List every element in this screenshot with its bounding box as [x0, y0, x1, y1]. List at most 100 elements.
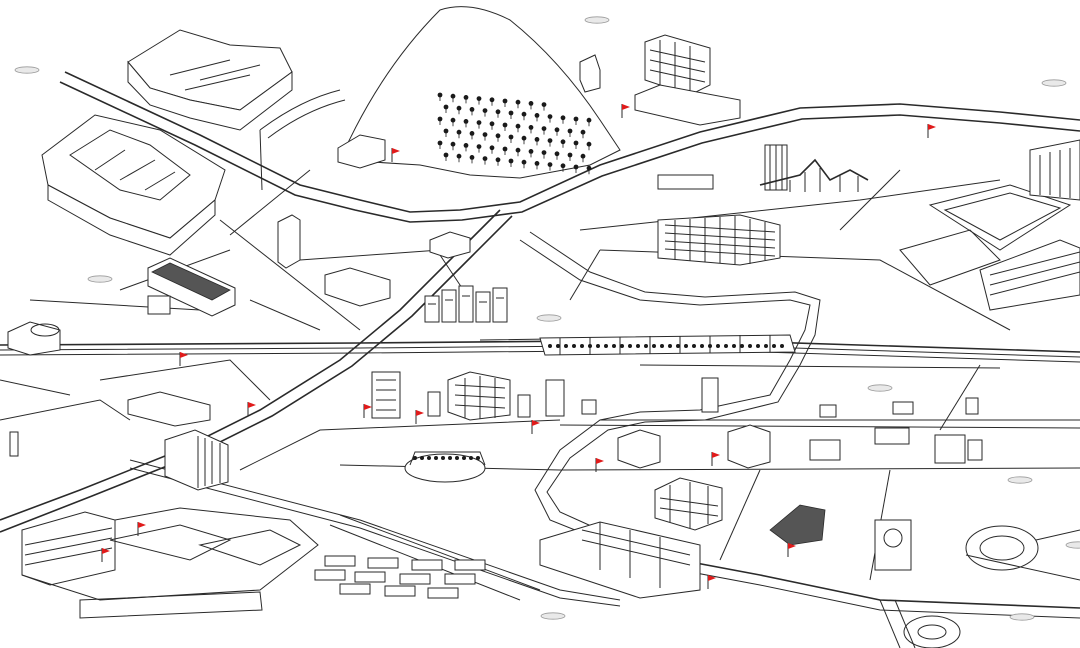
- flag-icon: [391, 148, 400, 162]
- flag-icon: [621, 104, 630, 118]
- tree-icon: [772, 344, 776, 348]
- industrial-works: [657, 144, 869, 192]
- tree-icon: [489, 121, 495, 130]
- tree-icon: [748, 344, 752, 348]
- flag-icon: [707, 575, 716, 589]
- hill-tower: [579, 54, 601, 93]
- tree-icon: [572, 344, 576, 348]
- tree-icon: [450, 93, 456, 103]
- tree-icon: [476, 96, 482, 105]
- tree-icon: [515, 123, 521, 133]
- tree-icon: [463, 119, 469, 128]
- tree-icon: [489, 97, 495, 106]
- blimp-icon: [867, 384, 893, 392]
- tree-icon: [564, 344, 568, 348]
- terminal-building: [324, 267, 391, 307]
- tree-icon: [556, 344, 560, 348]
- tree-icon: [420, 456, 424, 460]
- flag-icon: [927, 124, 936, 138]
- tree-icon: [573, 140, 579, 149]
- campus-top-left: [127, 29, 293, 131]
- blimp-icon: [540, 612, 566, 620]
- flag-markers: [101, 104, 936, 589]
- dark-facade-block: [147, 257, 236, 317]
- tree-icon: [541, 150, 547, 159]
- tree-icon: [463, 143, 469, 152]
- tree-icon: [567, 128, 573, 137]
- tree-icon: [495, 109, 501, 118]
- tree-icon: [604, 344, 608, 348]
- blimp-icon: [536, 314, 562, 322]
- tree-icon: [482, 132, 488, 141]
- tree-icon: [620, 344, 624, 348]
- tree-icon: [508, 110, 514, 119]
- tree-icon: [580, 129, 586, 139]
- tree-icon: [495, 133, 501, 142]
- tree-icon: [586, 117, 592, 127]
- east-district: [617, 424, 983, 469]
- tree-icon: [548, 344, 552, 348]
- flag-icon: [787, 543, 796, 557]
- low-warehouse: [127, 391, 211, 427]
- south-mid-buildings: [654, 477, 912, 571]
- tree-icon: [413, 456, 417, 460]
- mid-row-buildings: [371, 371, 979, 421]
- tree-icon: [434, 456, 438, 460]
- tree-icon: [495, 157, 501, 166]
- tree-icon: [462, 456, 466, 460]
- small-block: [429, 231, 471, 259]
- flag-icon: [415, 410, 424, 424]
- tree-icon: [541, 102, 547, 111]
- flag-icon: [101, 548, 110, 562]
- tree-icon: [567, 152, 573, 161]
- tree-icon: [586, 141, 592, 151]
- flag-icon: [179, 352, 188, 366]
- tree-icon: [469, 131, 475, 140]
- buildings: [7, 29, 1080, 619]
- tree-icon: [554, 127, 560, 136]
- tree-icon: [668, 344, 672, 348]
- tree-icon: [443, 152, 449, 161]
- blimp-markers: [14, 16, 1080, 621]
- flag-icon: [531, 420, 540, 434]
- residential-towers: [424, 285, 508, 323]
- tree-icon: [628, 344, 632, 348]
- tree-icon: [450, 141, 456, 151]
- tree-icon: [448, 456, 452, 460]
- flag-icon: [137, 522, 146, 536]
- tree-icon: [528, 149, 534, 158]
- tree-icon: [573, 164, 579, 173]
- tree-icon: [508, 158, 514, 167]
- tree-icon: [612, 344, 616, 348]
- hillside-building: [337, 134, 386, 169]
- blimp-icon: [87, 275, 113, 283]
- tree-icon: [596, 344, 600, 348]
- flag-icon: [595, 458, 604, 472]
- tree-icon: [427, 456, 431, 460]
- tree-icon: [502, 146, 508, 155]
- tree-icon: [716, 344, 720, 348]
- tree-icon: [482, 156, 488, 165]
- tree-icon: [489, 145, 495, 154]
- tree-icon: [469, 456, 473, 460]
- tree-icon: [437, 116, 443, 125]
- tree-icon: [560, 139, 566, 148]
- tree-icon: [644, 344, 648, 348]
- tree-icon: [443, 128, 449, 137]
- tree-icon: [541, 126, 547, 135]
- tower-west: [277, 214, 301, 269]
- tree-icon: [482, 108, 488, 117]
- pavilion: [404, 453, 486, 483]
- tree-icon: [636, 344, 640, 348]
- tree-icon: [528, 101, 534, 110]
- tree-icon: [708, 344, 712, 348]
- tree-icon: [580, 344, 584, 348]
- blimp-icon: [1065, 541, 1080, 549]
- tree-icon: [455, 456, 459, 460]
- tree-icon: [515, 99, 521, 109]
- tree-icon: [586, 165, 592, 175]
- blimp-icon: [1041, 79, 1067, 87]
- tree-icon: [521, 159, 527, 169]
- tree-icon: [469, 155, 475, 164]
